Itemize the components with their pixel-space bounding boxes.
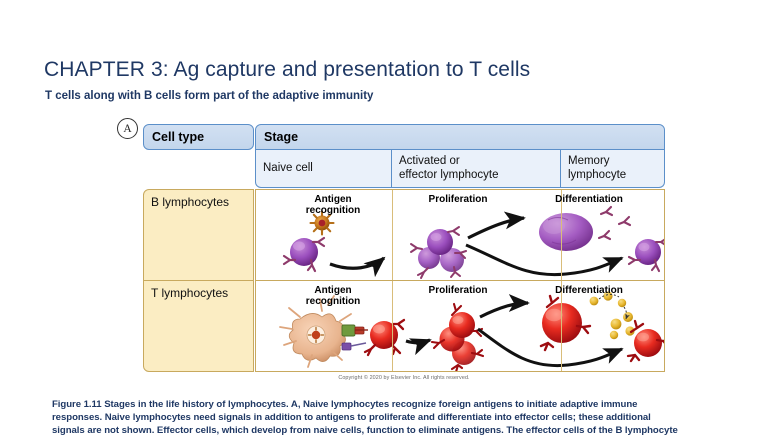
proliferating-b-cells-icon: [410, 226, 467, 279]
column-divider: [392, 190, 393, 280]
arrow-to-proliferation: [405, 338, 432, 356]
header-col-activated-effector: Activated or effector lymphocyte: [391, 150, 561, 188]
antigen-particle-icon: [309, 210, 335, 236]
naive-b-cell-icon: [282, 236, 326, 273]
stage-label-antigen-recognition: Antigen recognition: [305, 194, 361, 216]
proliferating-t-cells-icon: [430, 302, 485, 371]
table-header-row-secondary: Naive cell Activated or effector lymphoc…: [255, 150, 665, 188]
table-row: Antigen recognition Proliferation Differ…: [255, 280, 665, 372]
header-col-naive-cell: Naive cell: [255, 150, 392, 188]
caption-line-3: signals are not shown. Effector cells, w…: [52, 425, 678, 437]
t-lymphocyte-artwork: [279, 291, 664, 371]
figure-lymphocyte-stages: Cell type Stage Naive cell Activated or …: [143, 124, 665, 394]
caption-line-1: Figure 1.11 Stages in the life history o…: [52, 399, 638, 410]
column-divider: [392, 281, 393, 371]
column-divider: [561, 190, 562, 280]
stage-label-differentiation: Differentiation: [555, 285, 623, 296]
mhc-peptide-complex-icon: [341, 324, 368, 351]
arrow-to-differentiation: [479, 294, 530, 319]
row-label-t-lymphocytes: T lymphocytes: [143, 280, 254, 372]
plasma-cell-icon: [539, 213, 593, 251]
stage-label-proliferation: Proliferation: [428, 285, 488, 296]
effector-t-cell-icon: [539, 294, 592, 352]
panel-marker-a: A: [117, 118, 138, 139]
table-body: B lymphocytes T lymphocytes Antigen reco…: [143, 189, 665, 373]
secreted-antibody-icons: [597, 205, 632, 241]
arrow-to-proliferation: [329, 256, 386, 278]
dendritic-cell-icon: [279, 295, 352, 368]
stage-label-proliferation: Proliferation: [428, 194, 488, 205]
stage-label-differentiation: Differentiation: [555, 194, 623, 205]
cytokine-icons: [589, 291, 635, 340]
page-title: CHAPTER 3: Ag capture and presentation t…: [44, 58, 531, 81]
figure-caption: Figure 1.11 Stages in the life history o…: [52, 398, 778, 438]
page-subtitle: T cells along with B cells form part of …: [45, 90, 374, 102]
stage-label-antigen-recognition: Antigen recognition: [305, 285, 361, 307]
header-col-memory: Memory lymphocyte: [560, 150, 665, 188]
memory-t-cell-icon: [626, 319, 664, 363]
naive-t-cell-icon: [363, 318, 406, 357]
table-row: Antigen recognition Proliferation Differ…: [255, 189, 665, 281]
b-lymphocyte-artwork: [282, 205, 664, 279]
header-stage: Stage: [255, 124, 665, 150]
row-label-b-lymphocytes: B lymphocytes: [143, 189, 254, 281]
copyright-notice: Copyright © 2020 by Elsevier Inc. All ri…: [338, 375, 470, 381]
arrow-to-memory: [477, 327, 624, 368]
column-divider: [561, 281, 562, 371]
table-header-row-primary: Cell type Stage: [143, 124, 665, 150]
memory-b-cell-icon: [627, 238, 664, 273]
arrow-to-differentiation: [467, 211, 526, 240]
arrow-to-memory: [465, 243, 624, 277]
header-cell-type: Cell type: [143, 124, 254, 150]
caption-line-2: responses. Naive lymphocytes need signal…: [52, 412, 651, 424]
